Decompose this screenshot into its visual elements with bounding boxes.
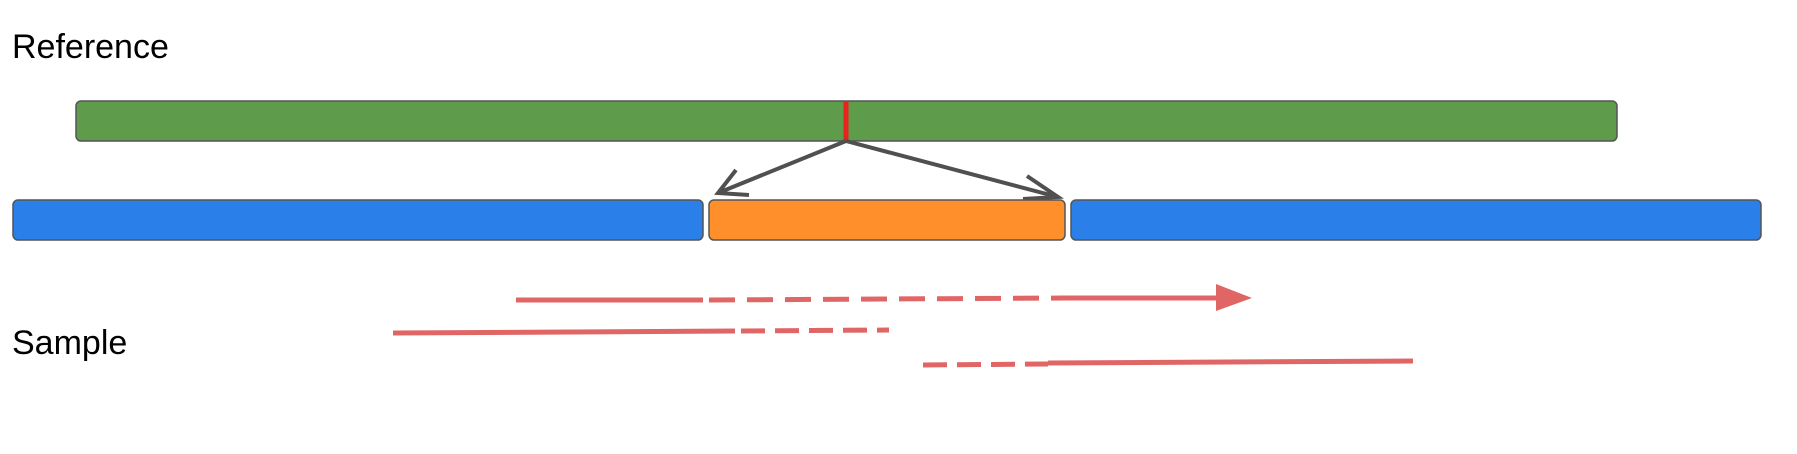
right-flank-segment [1070, 199, 1762, 241]
read-3 [922, 358, 1414, 368]
read-1 [516, 284, 1252, 311]
left-flank-segment [12, 199, 704, 241]
sample-label: Sample [12, 324, 128, 362]
right-arrow [845, 139, 1065, 201]
left-arrow [714, 139, 847, 197]
read-1-arrowhead [1216, 284, 1252, 311]
read-2 [392, 327, 890, 336]
reference-label: Reference [12, 28, 169, 66]
insert-segment [708, 199, 1066, 241]
